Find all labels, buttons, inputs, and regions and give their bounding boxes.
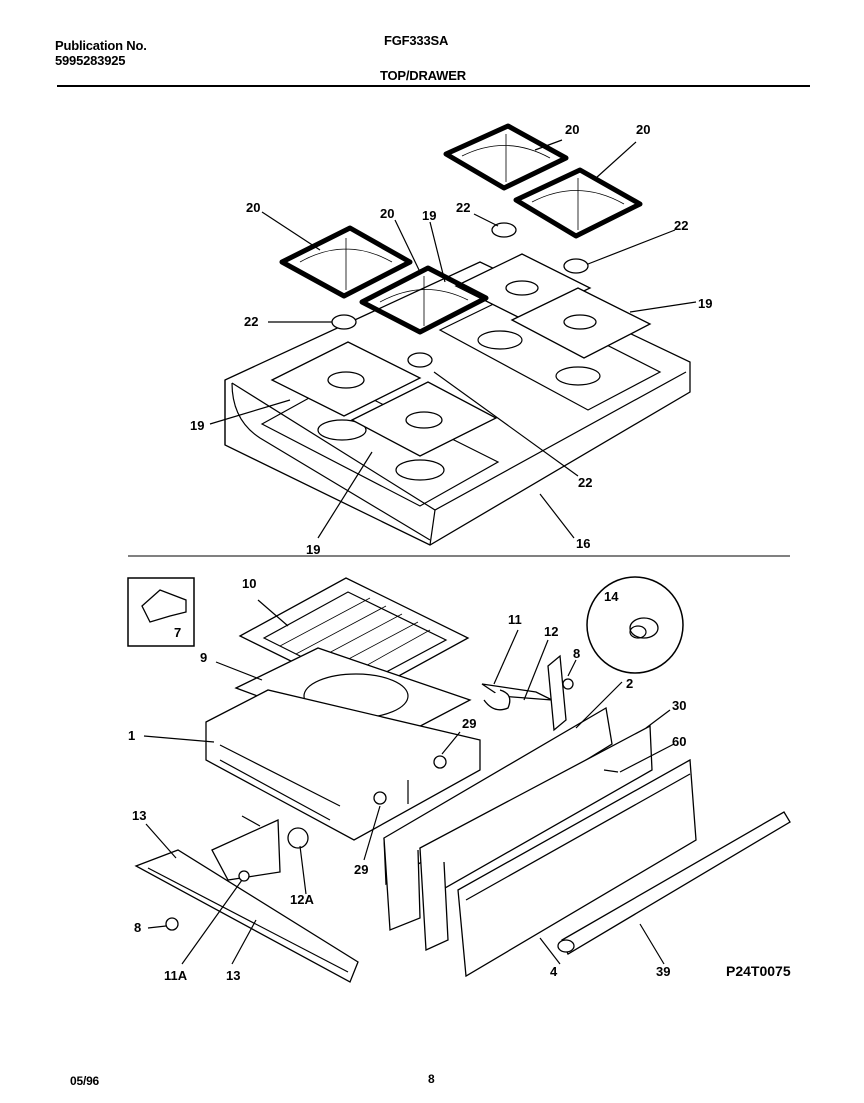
callout-13: 13 [226,968,240,983]
drawer-assembly [127,576,791,983]
callout-8: 8 [134,920,141,935]
callout-12: 12 [544,624,558,639]
callout-22: 22 [674,218,688,233]
footer-date: 05/96 [70,1074,100,1088]
callout-19: 19 [190,418,204,433]
callout-29: 29 [354,862,368,877]
callout-9: 9 [200,650,207,665]
callout-19: 19 [698,296,712,311]
callout-4: 4 [550,964,558,979]
callout-20: 20 [246,200,260,215]
drawer-leaders [143,599,675,965]
callout-11: 11 [508,612,522,627]
page-number: 8 [428,1072,435,1086]
callout-labels: 20 20 20 20 19 22 22 22 19 19 22 19 16 7… [128,122,791,983]
callout-19: 19 [306,542,320,557]
callout-11A: 11A [164,968,188,983]
callout-60: 60 [672,734,686,749]
callout-19: 19 [422,208,436,223]
publication-number: 5995283925 [55,53,126,68]
callout-30: 30 [672,698,686,713]
callout-20: 20 [636,122,650,137]
header-rule [57,85,810,87]
callout-12A: 12A [290,892,314,907]
callout-13: 13 [132,808,146,823]
callout-22: 22 [578,475,592,490]
callout-10: 10 [242,576,256,591]
callout-14: 14 [604,589,619,604]
figure-id: P24T0075 [726,963,791,979]
callout-8: 8 [573,646,580,661]
cooktop-leaders [209,139,697,539]
callout-22: 22 [456,200,470,215]
callout-20: 20 [380,206,394,221]
callout-1: 1 [128,728,135,743]
callout-16: 16 [576,536,590,551]
callout-29: 29 [462,716,476,731]
callout-39: 39 [656,964,670,979]
callout-22: 22 [244,314,258,329]
callout-20: 20 [565,122,579,137]
callout-2: 2 [626,676,633,691]
publication-label: Publication No. [55,38,147,53]
section-title: TOP/DRAWER [380,68,466,83]
callout-7: 7 [174,625,181,640]
model-number: FGF333SA [384,33,449,48]
cooktop-assembly [224,123,691,546]
